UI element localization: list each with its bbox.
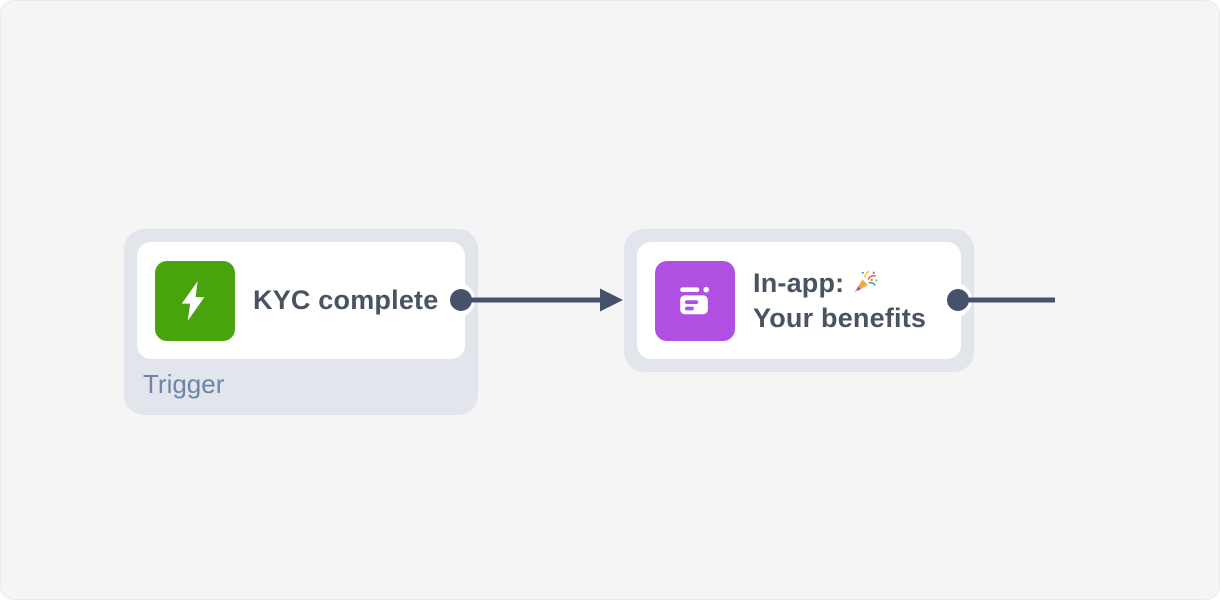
party-popper-emoji xyxy=(851,269,878,303)
trigger-node[interactable]: KYC complete Trigger xyxy=(124,229,478,415)
node-title-line2: Your benefits xyxy=(753,302,927,333)
in-app-node-card[interactable]: In-app: Your benefits xyxy=(637,242,961,359)
node-title: In-app: Your benefits xyxy=(753,268,926,334)
in-app-message-icon xyxy=(655,260,735,341)
lightning-glyph xyxy=(181,280,205,321)
connection-handle[interactable] xyxy=(450,289,472,311)
node-title: KYC complete xyxy=(253,285,439,315)
lightning-icon xyxy=(155,260,235,341)
connector-arrowhead xyxy=(600,288,623,312)
in-app-node[interactable]: In-app: Your benefits xyxy=(624,229,974,372)
in-app-message-glyph xyxy=(680,286,709,314)
connection-handle[interactable] xyxy=(947,289,969,311)
trigger-badge: Trigger xyxy=(143,369,225,399)
node-title-line1: In-app: xyxy=(753,267,845,298)
trigger-node-card[interactable]: KYC complete xyxy=(137,242,465,359)
